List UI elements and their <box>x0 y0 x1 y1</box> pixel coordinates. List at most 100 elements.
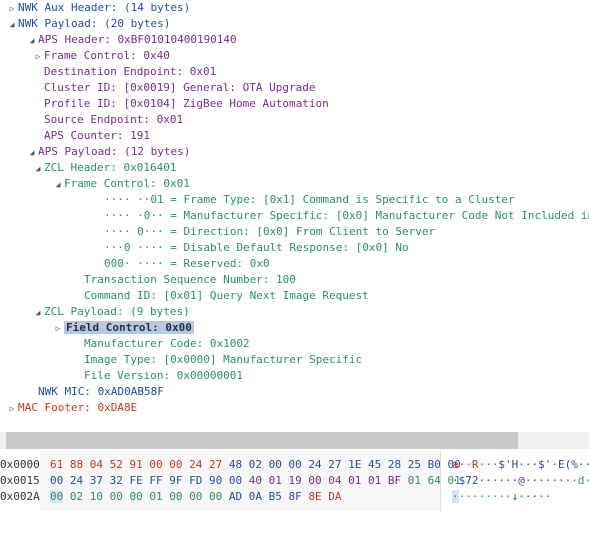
hex-byte[interactable]: 00 <box>50 474 64 487</box>
tree-row[interactable]: ◢ZCL Header: 0x016401 <box>32 160 177 176</box>
tree-row[interactable]: ▷MAC Footer: 0xDA8E <box>6 400 138 416</box>
tree-row[interactable]: Cluster ID: [0x0019] General: OTA Upgrad… <box>32 80 316 96</box>
ascii-chars[interactable]: a··R··· <box>452 458 499 471</box>
tree-row[interactable]: ◢Frame Control: 0x01 <box>52 176 190 192</box>
ascii-chars[interactable]: ·d· <box>571 474 589 487</box>
tree-row[interactable]: ▷NWK Aux Header: (14 bytes) <box>6 0 191 16</box>
hex-byte[interactable]: 9F <box>169 474 183 487</box>
hex-byte[interactable]: 00 <box>189 490 203 503</box>
tree-row[interactable]: ◢NWK Payload: (20 bytes) <box>6 16 171 32</box>
tree-row[interactable]: Destination Endpoint: 0x01 <box>32 64 216 80</box>
tree-row[interactable]: ···· ·0·· = Manufacturer Specific: [0x0]… <box>92 208 589 224</box>
hex-byte[interactable]: 02 <box>69 490 84 503</box>
hex-byte[interactable]: 27 <box>328 458 342 471</box>
hex-byte[interactable]: FE <box>129 474 143 487</box>
hex-byte[interactable]: 00 <box>228 474 243 487</box>
hex-byte[interactable]: 04 <box>328 474 342 487</box>
hex-byte[interactable]: 00 <box>209 490 223 503</box>
hex-byte[interactable]: 01 <box>348 474 362 487</box>
expanded-arrow-icon[interactable]: ◢ <box>29 148 35 157</box>
hex-byte[interactable]: 00 <box>288 458 302 471</box>
hex-byte[interactable]: 00 <box>169 458 183 471</box>
hex-byte[interactable]: 00 <box>109 490 123 503</box>
hex-byte[interactable]: AD <box>228 490 243 503</box>
tree-row[interactable]: Manufacturer Code: 0x1002 <box>72 336 250 352</box>
collapsed-arrow-icon[interactable]: ▷ <box>9 4 15 13</box>
hex-byte[interactable]: 0A <box>248 490 262 503</box>
expanded-arrow-icon[interactable]: ◢ <box>35 164 41 173</box>
scrollbar-thumb[interactable] <box>6 432 518 449</box>
hex-byte[interactable]: 37 <box>89 474 103 487</box>
tree-row[interactable]: ◢APS Payload: (12 bytes) <box>26 144 191 160</box>
hex-byte[interactable]: 00 <box>308 474 322 487</box>
hex-byte[interactable]: 88 <box>69 458 84 471</box>
expanded-arrow-icon[interactable]: ◢ <box>29 36 35 45</box>
tree-row[interactable]: Command ID: [0x01] Query Next Image Requ… <box>72 288 369 304</box>
hex-byte[interactable]: 00 <box>169 490 183 503</box>
hex-byte[interactable]: 01 <box>268 474 282 487</box>
hex-byte[interactable]: 40 <box>248 474 262 487</box>
hex-byte[interactable]: 48 <box>228 458 243 471</box>
hex-byte[interactable]: BF <box>387 474 402 487</box>
hex-byte[interactable]: 90 <box>209 474 223 487</box>
hex-byte[interactable]: FF <box>149 474 163 487</box>
collapsed-arrow-icon[interactable]: ▷ <box>35 52 41 61</box>
hex-byte[interactable]: 28 <box>387 458 402 471</box>
hex-byte[interactable]: 00 <box>268 458 282 471</box>
tree-row[interactable]: ◢APS Header: 0xBF01010400190140 <box>26 32 237 48</box>
hex-byte[interactable]: 24 <box>69 474 84 487</box>
hex-byte[interactable]: 8F <box>288 490 302 503</box>
hex-byte[interactable]: 24 <box>308 458 322 471</box>
hex-byte[interactable]: 00 <box>50 490 64 503</box>
hex-byte[interactable]: B5 <box>268 490 282 503</box>
ascii-chars[interactable]: ········ <box>458 490 512 503</box>
hex-byte[interactable]: 45 <box>368 458 382 471</box>
tree-row[interactable]: NWK MIC: 0xAD0AB58F <box>26 384 164 400</box>
hex-byte[interactable]: FD <box>189 474 203 487</box>
collapsed-arrow-icon[interactable]: ▷ <box>9 404 15 413</box>
hex-byte[interactable]: 24 <box>189 458 203 471</box>
tree-row[interactable]: ···0 ···· = Disable Default Response: [0… <box>92 240 409 256</box>
tree-row[interactable]: 000· ···· = Reserved: 0x0 <box>92 256 270 272</box>
tree-row[interactable]: Source Endpoint: 0x01 <box>32 112 183 128</box>
tree-row[interactable]: ···· ··01 = Frame Type: [0x1] Command is… <box>92 192 515 208</box>
expanded-arrow-icon[interactable]: ◢ <box>55 180 61 189</box>
tree-row[interactable]: ▷Frame Control: 0x40 <box>32 48 170 64</box>
tree-row[interactable]: Profile ID: [0x0104] ZigBee Home Automat… <box>32 96 329 112</box>
hex-byte[interactable]: 01 <box>149 490 163 503</box>
hex-byte[interactable]: 00 <box>129 490 143 503</box>
hex-byte[interactable]: 04 <box>89 458 103 471</box>
hex-byte[interactable]: 1E <box>348 458 362 471</box>
hex-byte[interactable]: 01 <box>368 474 382 487</box>
hex-byte[interactable]: 61 <box>50 458 64 471</box>
ascii-chars[interactable]: ↓··· <box>511 490 539 503</box>
hex-byte[interactable]: DA <box>328 490 342 503</box>
expanded-arrow-icon[interactable]: ◢ <box>35 308 41 317</box>
expanded-arrow-icon[interactable]: ◢ <box>9 20 15 29</box>
horizontal-scrollbar[interactable] <box>0 432 589 449</box>
hex-byte[interactable]: 00 <box>149 458 163 471</box>
tree-row[interactable]: Transaction Sequence Number: 100 <box>72 272 296 288</box>
hex-byte[interactable]: 52 <box>109 458 123 471</box>
tree-row[interactable]: ▷Field Control: 0x00 <box>52 320 194 336</box>
hex-byte[interactable]: 25 <box>407 458 421 471</box>
tree-row[interactable]: APS Counter: 191 <box>32 128 150 144</box>
hex-byte[interactable]: 64 <box>427 474 441 487</box>
hex-byte[interactable]: 01 <box>447 474 461 487</box>
ascii-chars[interactable]: $'H···$'·E(%·· <box>498 458 589 471</box>
hex-byte[interactable]: 01 <box>407 474 421 487</box>
hex-byte[interactable]: 02 <box>248 458 262 471</box>
ascii-chars[interactable]: · <box>452 490 459 503</box>
hex-byte[interactable]: 91 <box>129 458 143 471</box>
tree-row[interactable]: File Version: 0x00000001 <box>72 368 243 384</box>
tree-row[interactable]: ◢ZCL Payload: (9 bytes) <box>32 304 190 320</box>
hex-byte[interactable]: 19 <box>288 474 302 487</box>
hex-byte[interactable]: 10 <box>89 490 103 503</box>
tree-row[interactable]: ···· 0··· = Direction: [0x0] From Client… <box>92 224 435 240</box>
packet-details-tree[interactable]: ▷NWK Aux Header: (14 bytes)◢NWK Payload:… <box>0 0 589 420</box>
ascii-chars[interactable]: ·$72······ <box>452 474 519 487</box>
hex-byte[interactable]: 8E <box>308 490 322 503</box>
ascii-chars[interactable]: @······· <box>518 474 572 487</box>
collapsed-arrow-icon[interactable]: ▷ <box>55 324 61 333</box>
hex-byte[interactable]: B0 <box>427 458 441 471</box>
